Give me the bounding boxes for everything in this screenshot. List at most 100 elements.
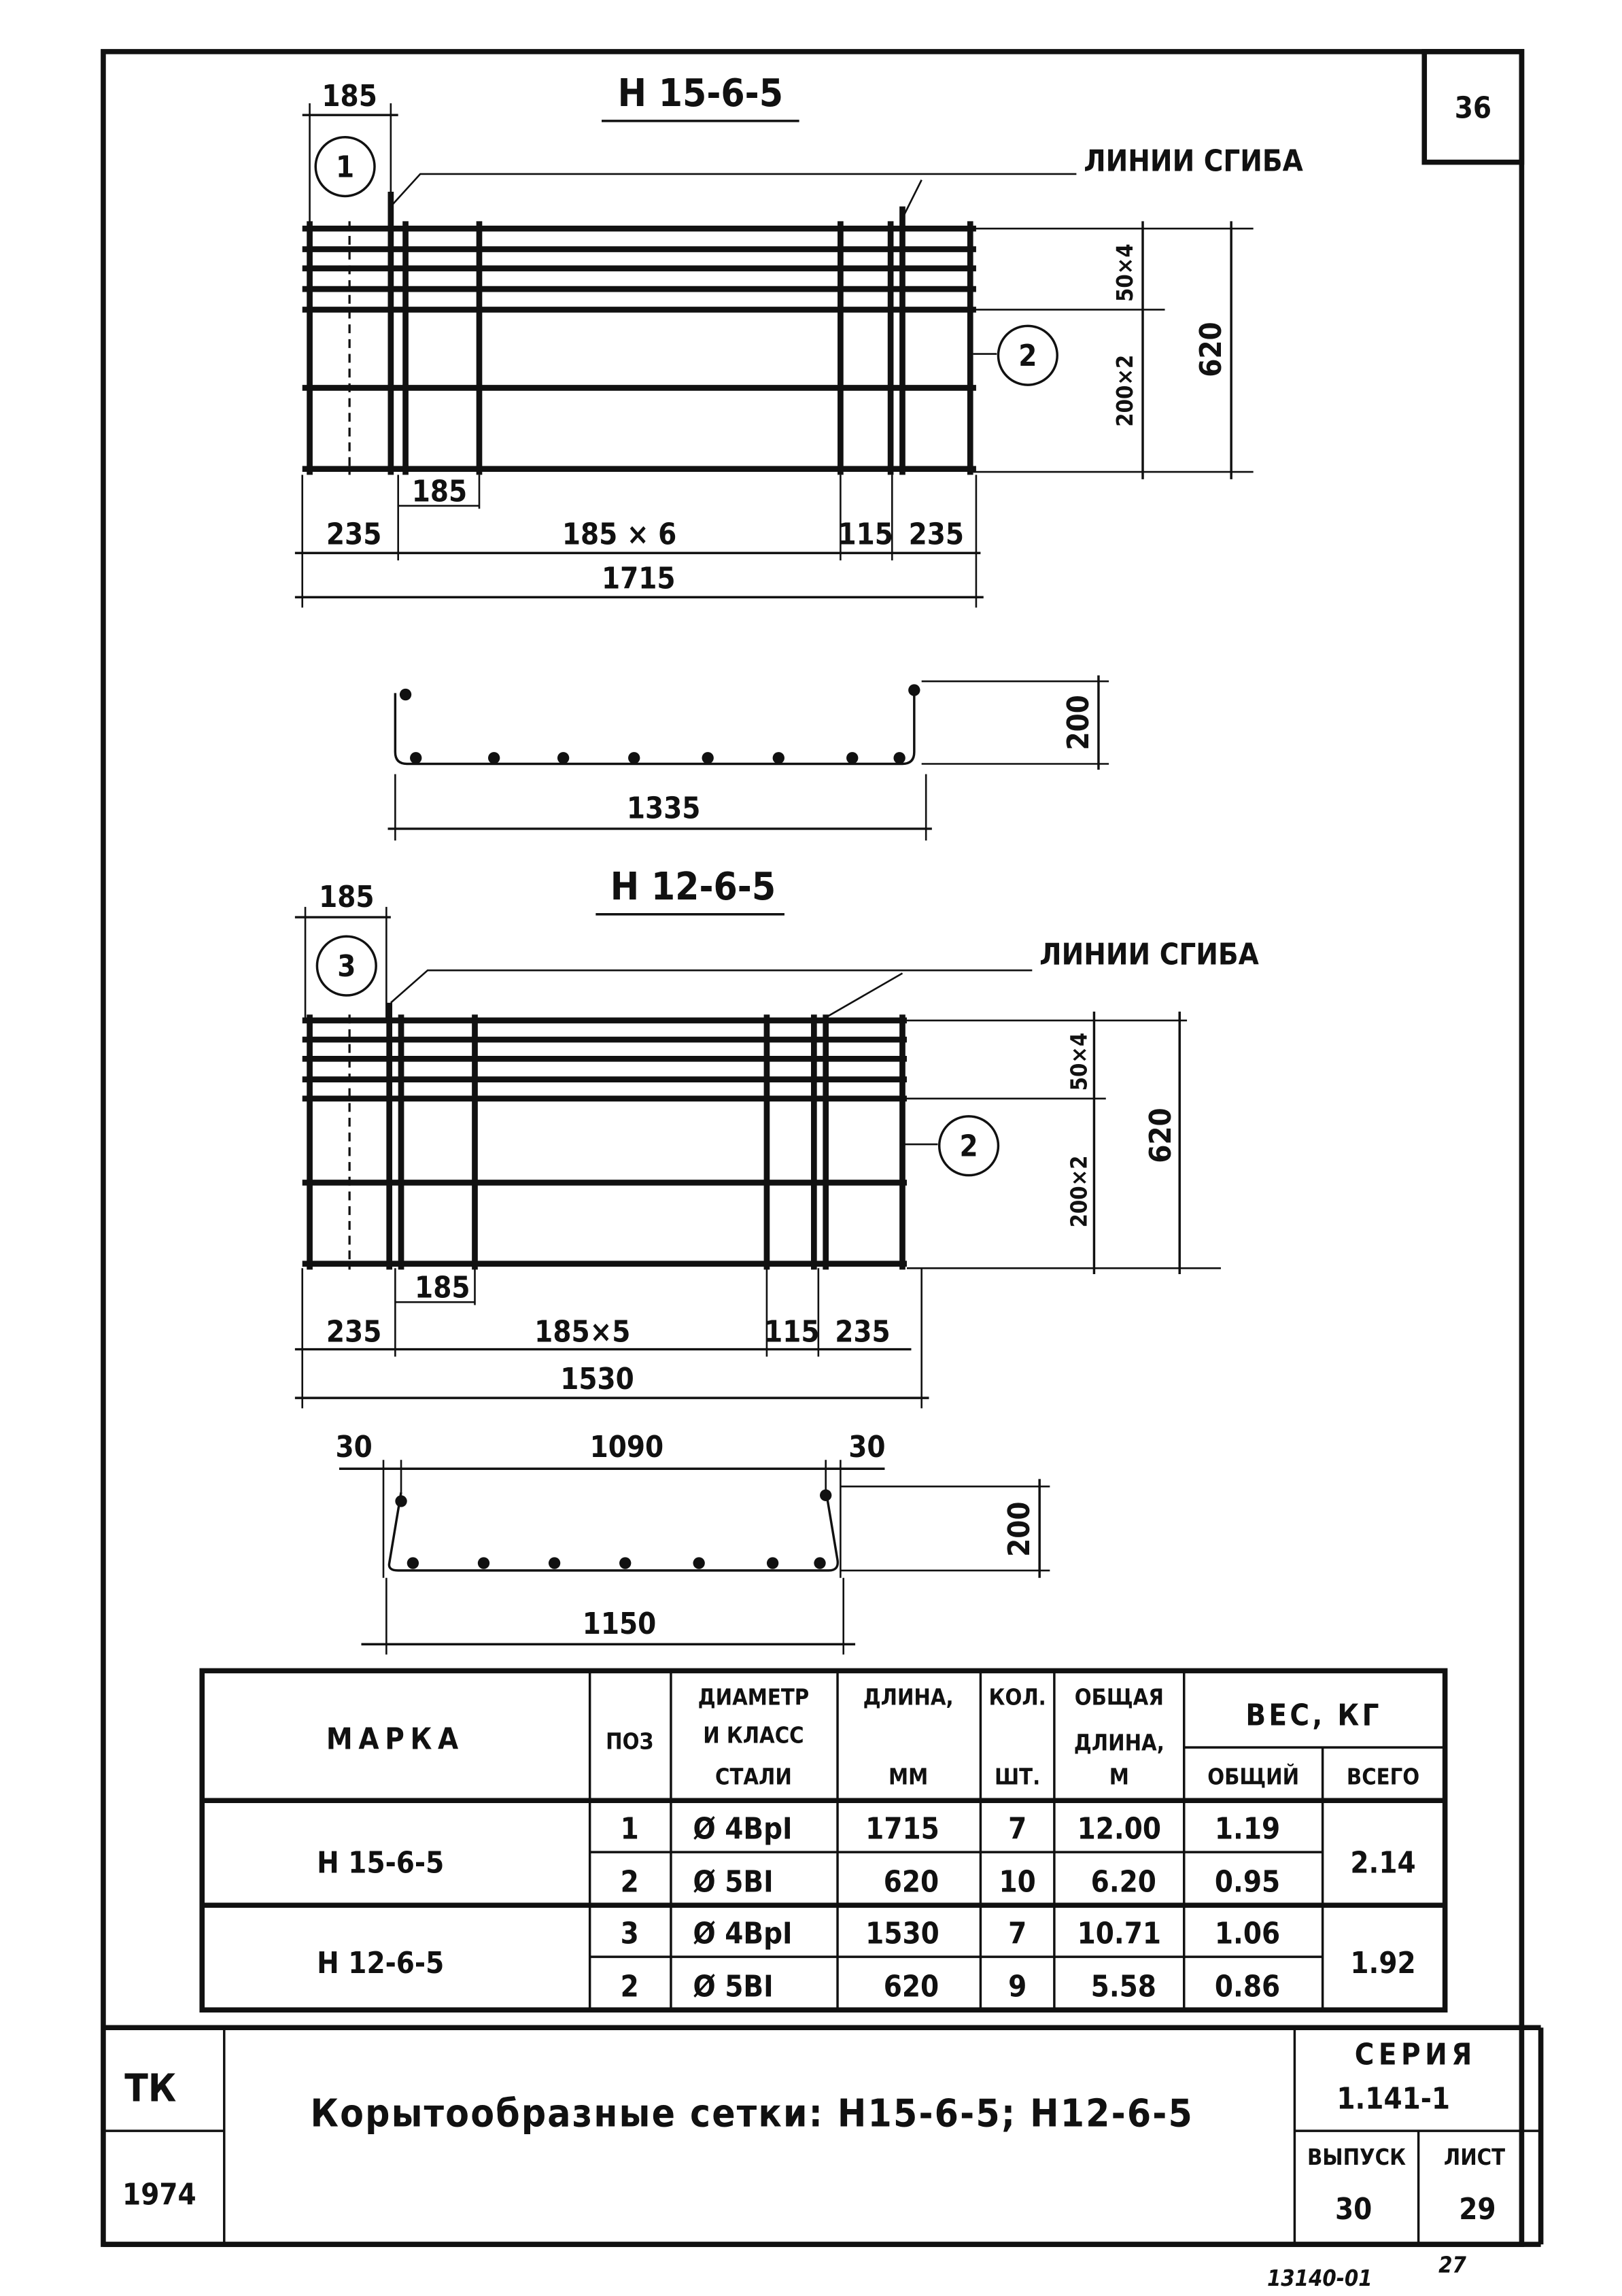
cell-pos: 2 xyxy=(621,1970,639,2004)
row-total-weight: 2.14 xyxy=(1350,1847,1415,1881)
mesh1-dim-200x2: 200×2 xyxy=(1112,355,1138,427)
title-block: ТК 1974 Корытообразные сетки: Н15-6-5; Н… xyxy=(103,2025,1544,2247)
header-total-2: ДЛИНА, xyxy=(1074,1730,1164,1756)
mesh1-section-height: 200 xyxy=(1062,695,1096,750)
header-length-1: ДЛИНА, xyxy=(863,1684,954,1710)
mesh1-section-width: 1335 xyxy=(627,792,701,826)
table-row: 1 Ø 4ВрI 1715 7 12.00 1.19 xyxy=(621,1813,1280,1847)
bend-lines-label-2: ЛИНИИ СГИБА xyxy=(1039,938,1259,972)
mesh2-section-top-mid: 1090 xyxy=(590,1430,664,1464)
drawing-title: Корытообразные сетки: Н15-6-5; Н12-6-5 xyxy=(310,2092,1194,2136)
cell-length: 620 xyxy=(884,1970,939,2004)
table-row: 2 Ø 5ВI 620 10 6.20 0.95 xyxy=(621,1866,1280,1900)
mesh1-title: Н 15-6-5 xyxy=(618,71,783,116)
header-weight-each: ОБЩИЙ xyxy=(1207,1764,1299,1789)
mesh1-height: 620 xyxy=(1194,322,1228,377)
sheet-number-box xyxy=(1421,49,1525,165)
mesh2-dim-115: 115 xyxy=(764,1316,819,1350)
issue-value: 30 xyxy=(1335,2193,1372,2227)
org-code: ТК xyxy=(124,2067,176,2111)
cell-total-length: 12.00 xyxy=(1077,1813,1161,1847)
cell-weight: 1.06 xyxy=(1215,1917,1280,1951)
mesh2-pos-right: 2 xyxy=(959,1129,978,1163)
header-diam-1: ДИАМЕТР xyxy=(698,1684,810,1710)
mesh1-section xyxy=(394,690,916,766)
sheet-value: 29 xyxy=(1459,2193,1496,2227)
header-diam-2: И КЛАСС xyxy=(703,1723,804,1749)
cell-length: 1715 xyxy=(865,1813,939,1847)
mesh2-top-dim: 185 xyxy=(319,880,374,914)
mesh1-pos-right: 2 xyxy=(1018,339,1037,373)
row-total-weight: 1.92 xyxy=(1350,1947,1415,1981)
footer-note: 13140-01 xyxy=(1267,2265,1373,2291)
position-marker xyxy=(314,135,376,198)
mesh2-dim-200x2: 200×2 xyxy=(1067,1156,1092,1228)
series-label: СЕРИЯ xyxy=(1355,2038,1477,2072)
header-qty-2: ШТ. xyxy=(995,1764,1040,1789)
position-marker xyxy=(997,324,1058,386)
mesh2-section-top-left: 30 xyxy=(335,1430,372,1464)
cell-total-length: 10.71 xyxy=(1077,1917,1161,1951)
sheet-number: 36 xyxy=(1455,92,1491,126)
cell-weight: 1.19 xyxy=(1215,1813,1280,1847)
mesh1-dim-50x4: 50×4 xyxy=(1112,243,1138,302)
header-total-3: М xyxy=(1109,1764,1129,1789)
mesh2-dim-185: 185 xyxy=(415,1271,470,1305)
issue-label: ВЫПУСК xyxy=(1307,2144,1406,2170)
mesh2-section xyxy=(387,1489,840,1572)
cell-weight: 0.86 xyxy=(1215,1970,1280,2004)
header-weight-all: ВСЕГО xyxy=(1347,1764,1419,1789)
cell-length: 1530 xyxy=(865,1917,939,1951)
position-marker xyxy=(315,935,377,997)
header-total-1: ОБЩАЯ xyxy=(1075,1684,1164,1710)
mesh2-section-height: 200 xyxy=(1003,1501,1037,1556)
cell-diam: Ø 4ВрI xyxy=(693,1813,792,1847)
mesh1-pos-left: 1 xyxy=(336,150,354,184)
mesh2-section-width: 1150 xyxy=(583,1607,657,1641)
header-diam-3: СТАЛИ xyxy=(715,1764,792,1789)
cell-pos: 2 xyxy=(621,1866,639,1900)
mesh1-top-dim: 185 xyxy=(322,80,377,114)
row-mark: Н 15-6-5 xyxy=(317,1847,444,1881)
mesh1-dim-235-right: 235 xyxy=(909,517,964,551)
table-row: 3 Ø 4ВрI 1530 7 10.71 1.06 xyxy=(621,1917,1280,1951)
series-value: 1.141-1 xyxy=(1336,2083,1450,2117)
footer-page: 27 xyxy=(1438,2252,1466,2278)
mesh2-section-top-right: 30 xyxy=(848,1430,885,1464)
cell-total-length: 5.58 xyxy=(1091,1970,1156,2004)
header-qty-1: КОЛ. xyxy=(989,1684,1046,1710)
mesh2-pos-left: 3 xyxy=(337,950,356,984)
cell-qty: 9 xyxy=(1008,1970,1026,2004)
specification-table: МАРКА ПОЗ ДИАМЕТР И КЛАСС СТАЛИ ДЛИНА, М… xyxy=(199,1668,1448,2013)
cell-qty: 7 xyxy=(1008,1813,1026,1847)
mesh1-dim-115: 115 xyxy=(838,517,893,551)
mesh1-dim-mid: 185 × 6 xyxy=(562,517,676,551)
mesh2-dim-235-right: 235 xyxy=(835,1316,890,1350)
cell-total-length: 6.20 xyxy=(1091,1866,1156,1900)
mesh2-dim-mid: 185×5 xyxy=(534,1316,630,1350)
mesh1-drawing: Н 15-6-5 185 1 ЛИНИИ СГИБА xyxy=(294,71,1304,841)
cell-qty: 7 xyxy=(1008,1917,1026,1951)
cell-diam: Ø 4ВрI xyxy=(693,1917,792,1951)
mesh1-dim-185: 185 xyxy=(412,475,467,509)
mesh2-title: Н 12-6-5 xyxy=(610,865,776,909)
header-pos: ПОЗ xyxy=(606,1728,653,1754)
mesh2-height: 620 xyxy=(1144,1108,1178,1163)
year: 1974 xyxy=(122,2178,196,2212)
table-row: 2 Ø 5ВI 620 9 5.58 0.86 xyxy=(621,1970,1280,2004)
cell-weight: 0.95 xyxy=(1215,1866,1280,1900)
mesh1-dim-235-left: 235 xyxy=(326,517,381,551)
header-mark: МАРКА xyxy=(326,1722,464,1756)
header-length-2: ММ xyxy=(888,1764,928,1789)
cell-qty: 10 xyxy=(999,1866,1035,1900)
row-mark: Н 12-6-5 xyxy=(317,1947,444,1981)
mesh2-total: 1530 xyxy=(560,1363,634,1397)
sheet-label: ЛИСТ xyxy=(1444,2144,1505,2170)
mesh2-dim-235-left: 235 xyxy=(326,1316,381,1350)
cell-pos: 1 xyxy=(621,1813,639,1847)
mesh1-total: 1715 xyxy=(602,562,676,596)
cell-diam: Ø 5ВI xyxy=(693,1970,773,2004)
cell-pos: 3 xyxy=(621,1917,639,1951)
mesh2-dim-50x4: 50×4 xyxy=(1067,1033,1092,1091)
